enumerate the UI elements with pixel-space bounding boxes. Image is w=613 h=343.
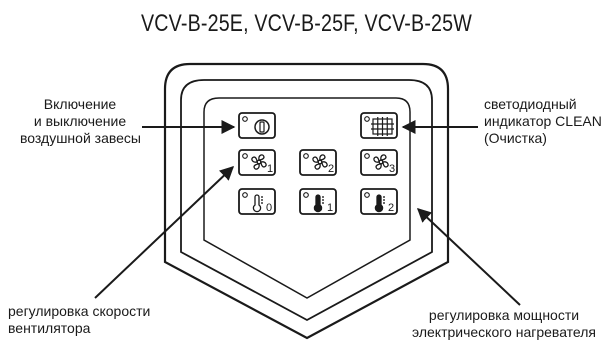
fan-speed-number: 3	[389, 163, 395, 175]
arrow-heater	[416, 208, 521, 306]
heater-button-1[interactable]: 1	[299, 188, 337, 215]
label-heater-power: регулировка мощности электрического нагр…	[398, 307, 610, 341]
arrow-fan	[94, 166, 235, 299]
panel-inner-rim	[180, 79, 433, 322]
label-onoff: Включение и выключение воздушной завесы	[20, 96, 141, 147]
heater-button-2[interactable]: 2	[360, 188, 398, 215]
heater-button-0[interactable]: 0	[238, 188, 276, 215]
heater-level-number: 2	[388, 202, 394, 214]
label-line: индикатор CLEAN	[484, 113, 602, 129]
fan-icon	[251, 154, 267, 170]
label-line: вентилятора	[8, 320, 91, 336]
fan-icon	[312, 154, 328, 170]
label-line: регулировка скорости	[8, 303, 151, 319]
fan-speed-button-1[interactable]: 1	[238, 149, 276, 176]
diagram-title: VCV-B-25E, VCV-B-25F, VCV-B-25W	[140, 10, 472, 37]
fan-speed-button-2[interactable]: 2	[299, 149, 337, 176]
label-line: (Очистка)	[484, 130, 547, 146]
label-line: светодиодный	[484, 96, 577, 112]
thermometer-icon	[374, 194, 385, 213]
fan-speed-button-3[interactable]: 3	[360, 149, 398, 176]
label-line: Включение	[43, 96, 117, 112]
label-line: регулировка мощности	[428, 307, 580, 323]
power-icon	[254, 119, 270, 135]
label-fan-speed: регулировка скорости вентилятора	[8, 303, 150, 337]
heater-level-number: 0	[266, 202, 272, 214]
fan-speed-number: 2	[328, 163, 334, 175]
thermometer-icon	[313, 194, 324, 213]
label-line: воздушной завесы	[20, 130, 141, 146]
fan-icon	[373, 154, 389, 170]
label-line: электрического нагревателя	[412, 324, 596, 340]
label-line: и выключение	[33, 113, 127, 129]
label-clean: светодиодный индикатор CLEAN (Очистка)	[484, 96, 602, 147]
fan-speed-number: 1	[267, 163, 273, 175]
clean-grid-icon	[371, 117, 394, 136]
heater-level-number: 1	[327, 202, 333, 214]
power-button[interactable]	[238, 112, 276, 139]
clean-indicator	[360, 112, 398, 139]
thermometer-icon	[252, 194, 263, 213]
panel-face	[203, 97, 411, 299]
